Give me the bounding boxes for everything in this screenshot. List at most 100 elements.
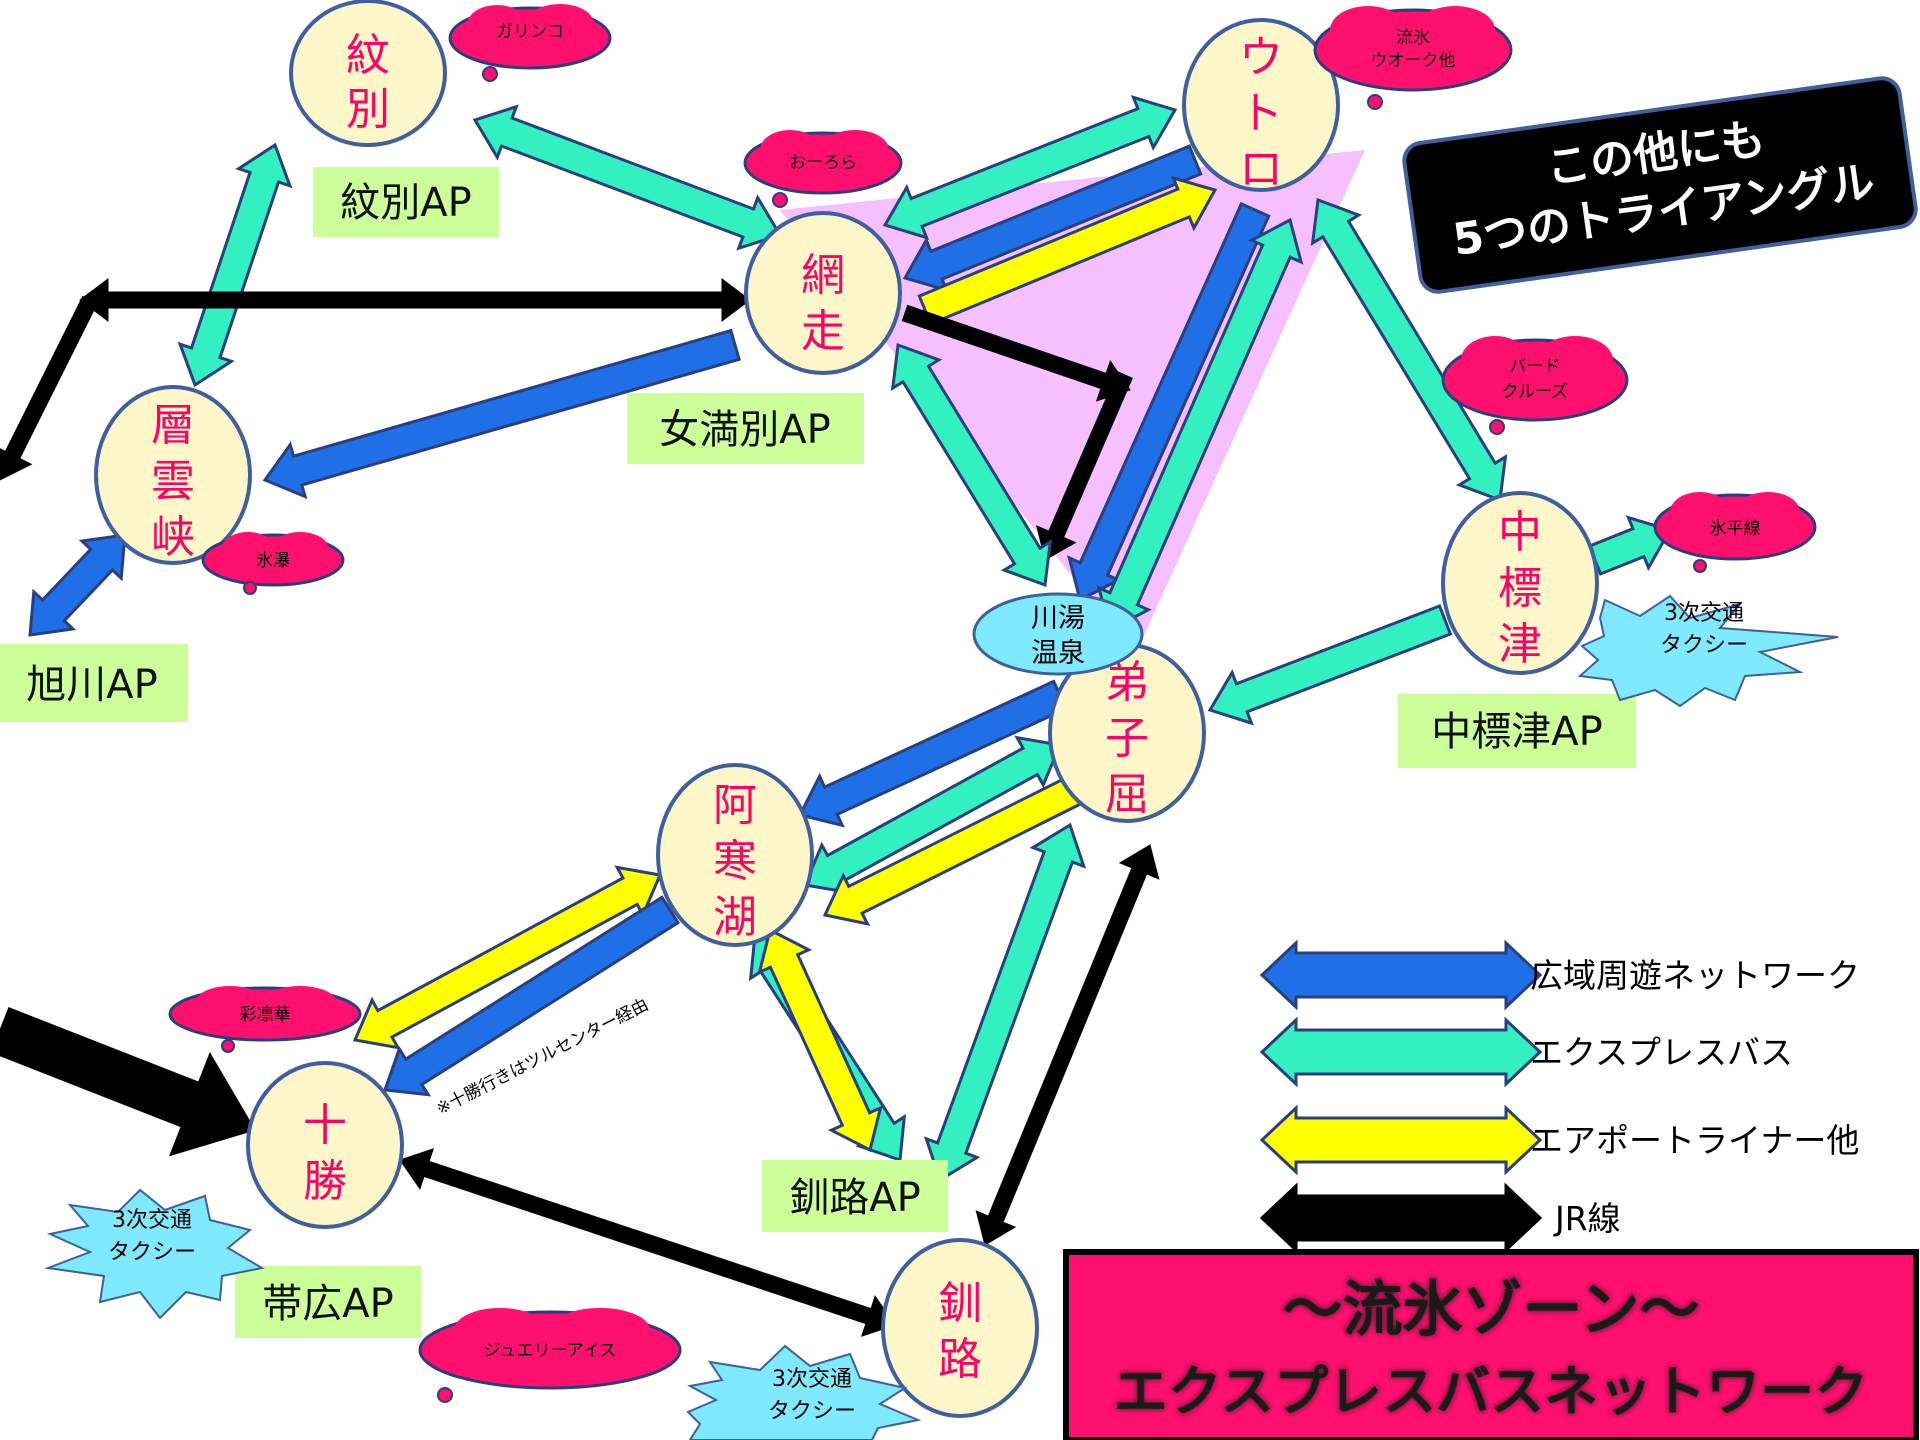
node-teshikaga-char-2: 子 [1105, 713, 1149, 764]
node-monbetsu [289, 0, 447, 147]
node-tokachi [246, 1061, 404, 1229]
star-tokachi: 3次交通 タクシー [44, 1188, 265, 1320]
node-abashiri-char-1: 網 [801, 250, 845, 301]
arrow-teshikaga-akanko-yellow [822, 774, 1084, 927]
node-akanko-char-2: 寒 [713, 836, 757, 887]
node-kawayu-line-2: 温泉 [1031, 638, 1085, 669]
node-utoro-char-2: ト [1239, 88, 1283, 139]
cloud-garinko: ガリンコ [448, 4, 612, 82]
arrow-west-tokachi-jr [0, 1007, 256, 1157]
arrow-sounkyo-asahikawa [28, 533, 127, 637]
arrow-abashiri-jr-2 [1036, 371, 1133, 561]
node-kushiro [881, 1238, 1039, 1418]
ap-monbetsu-label: 紋別AP [340, 180, 471, 226]
node-nakashibetsu-char-3: 津 [1498, 619, 1542, 670]
star-kushiro-line-2: タクシー [768, 1399, 856, 1424]
town-nodes: 紋 別 ウ ト ロ 網 走 層 雲 峡 中 標 津 弟 子 屈 阿 寒 湖 十 … [94, 0, 1599, 1418]
arrow-nakashibetsu-hyoheisen [1587, 515, 1673, 576]
node-sounkyo-char-2: 雲 [151, 456, 195, 507]
ap-obihiro-box [235, 1266, 421, 1338]
ap-kushiro-box [762, 1160, 948, 1232]
node-tokachi-char-2: 勝 [303, 1156, 347, 1207]
node-nakashibetsu [1441, 491, 1599, 675]
arrow-teshikaga-kushiroap [923, 822, 1087, 1183]
cloud-ryuhyo-walk-line-2: ウオーク他 [1371, 51, 1456, 71]
legend-label-2: エクスプレスバス [1530, 1033, 1793, 1072]
ap-nakashibetsu-box [1398, 694, 1636, 768]
legend-swatch-1 [1259, 939, 1543, 1011]
star-nakashibetsu-line-1: 3次交通 [1664, 601, 1744, 626]
title-line-2-glow: エクスプレスバスネットワーク [1114, 1360, 1868, 1423]
cloud-hyoheisen-text: 氷平線 [1710, 519, 1761, 539]
arrow-monbetsu-sounkyo [177, 142, 293, 388]
arrow-monbetsu-abashiri [472, 104, 783, 251]
cloud-hyobaku: 氷瀑 [201, 532, 345, 595]
star-nakashibetsu: 3次交通 タクシー [1577, 594, 1839, 708]
star-kushiro-line-1: 3次交通 [772, 1367, 852, 1392]
node-utoro-char-1: ウ [1239, 32, 1283, 83]
legend-swatch-4 [1259, 1182, 1543, 1254]
arrow-abashiri-utoro-yellow [917, 175, 1218, 326]
cloud-ryuhyo-walk: 流氷 ウオーク他 [1313, 6, 1513, 110]
ap-memanbetsu-label: 女満別AP [659, 407, 830, 453]
star-tokachi-line-2: タクシー [108, 1240, 196, 1265]
cloud-aurora: おーろら [743, 130, 903, 208]
title-line-1: ～流氷ゾーン～ [1283, 1275, 1700, 1345]
node-teshikaga-char-3: 屈 [1105, 769, 1149, 820]
ap-asahikawa-label: 旭川AP [26, 662, 157, 708]
node-kushiro-char-2: 路 [938, 1334, 982, 1385]
node-nakashibetsu-char-2: 標 [1498, 563, 1542, 614]
node-sounkyo [94, 385, 252, 565]
cloud-ryuhyo-walk-line-1: 流氷 [1396, 28, 1430, 48]
arrow-akanko-tokachi-yellow [352, 865, 663, 1050]
node-sounkyo-char-1: 層 [151, 400, 195, 451]
node-tokachi-char-1: 十 [303, 1100, 347, 1151]
title-line-1-glow: ～流氷ゾーン～ [1283, 1275, 1700, 1345]
cloud-jewelry-ice-text: ジュエリーアイス [484, 1341, 617, 1361]
arrow-akanko-kushiroap-yellow [757, 927, 883, 1153]
cloud-jewelry-ice: ジュエリーアイス [418, 1308, 682, 1403]
arrow-abashiri-jr-west [79, 278, 751, 322]
node-akanko [656, 763, 814, 947]
ap-monbetsu-box [313, 167, 499, 237]
ap-kushiro-label: 釧路AP [789, 1175, 920, 1221]
taxi-starbursts: 3次交通 タクシー 3次交通 タクシー 3次交通 タクシー [44, 594, 1839, 1440]
star-tokachi-line-1: 3次交通 [112, 1208, 192, 1233]
ap-obihiro-label: 帯広AP [262, 1281, 393, 1327]
arrow-abashiri-utoro-teal [882, 95, 1178, 240]
other-triangles-callout: この他にも 5つのトライアングル [1402, 76, 1918, 294]
node-nakashibetsu-char-1: 中 [1498, 507, 1542, 558]
legend-swatch-3 [1259, 1104, 1543, 1176]
cloud-bird-cruise-line-1: バード [1510, 357, 1561, 377]
route-arrows [0, 95, 1673, 1337]
node-kawayu-onsen [972, 592, 1144, 676]
star-nakashibetsu-line-2: タクシー [1660, 633, 1748, 658]
cloud-garinko-text: ガリンコ [496, 22, 564, 42]
cloud-aurora-text: おーろら [789, 153, 857, 173]
node-akanko-char-1: 阿 [713, 780, 757, 831]
ap-asahikawa-box [0, 644, 188, 722]
ap-nakashibetsu-label: 中標津AP [1431, 709, 1602, 755]
legend-label-4: JR線 [1553, 1199, 1621, 1238]
title-box: ～流氷ゾーン～ ～流氷ゾーン～ エクスプレスバスネットワーク エクスプレスバスネ… [1063, 1249, 1919, 1440]
node-monbetsu-char-2: 別 [346, 84, 390, 135]
arrow-nakashibetsu-teshikaga [1207, 604, 1453, 726]
node-akanko-char-3: 湖 [713, 892, 757, 943]
node-monbetsu-char-1: 紋 [346, 30, 390, 81]
airport-labels: 紋別AP 女満別AP 旭川AP 中標津AP 釧路AP 帯広AP [0, 167, 1636, 1338]
node-utoro [1182, 18, 1340, 192]
cloud-sairinka-text: 彩凛華 [240, 1005, 291, 1025]
star-kushiro: 3次交通 タクシー [686, 1344, 922, 1440]
legend-label-1: 広域周遊ネットワーク [1530, 956, 1860, 995]
cloud-sairinka: 彩凛華 [168, 986, 362, 1053]
attraction-clouds: ガリンコ 流氷 ウオーク他 おーろら バード クルーズ [168, 4, 1817, 1403]
title-line-2: エクスプレスバスネットワーク [1114, 1360, 1868, 1423]
cloud-bird-cruise-line-2: クルーズ [1502, 382, 1569, 402]
arrow-abashiri-sounkyo-blue [262, 328, 741, 500]
cloud-hyoheisen: 氷平線 [1653, 492, 1817, 573]
node-utoro-char-3: ロ [1239, 144, 1283, 195]
arrow-teshikaga-akanko-blue [797, 679, 1069, 828]
node-sounkyo-char-3: 峡 [151, 512, 195, 563]
